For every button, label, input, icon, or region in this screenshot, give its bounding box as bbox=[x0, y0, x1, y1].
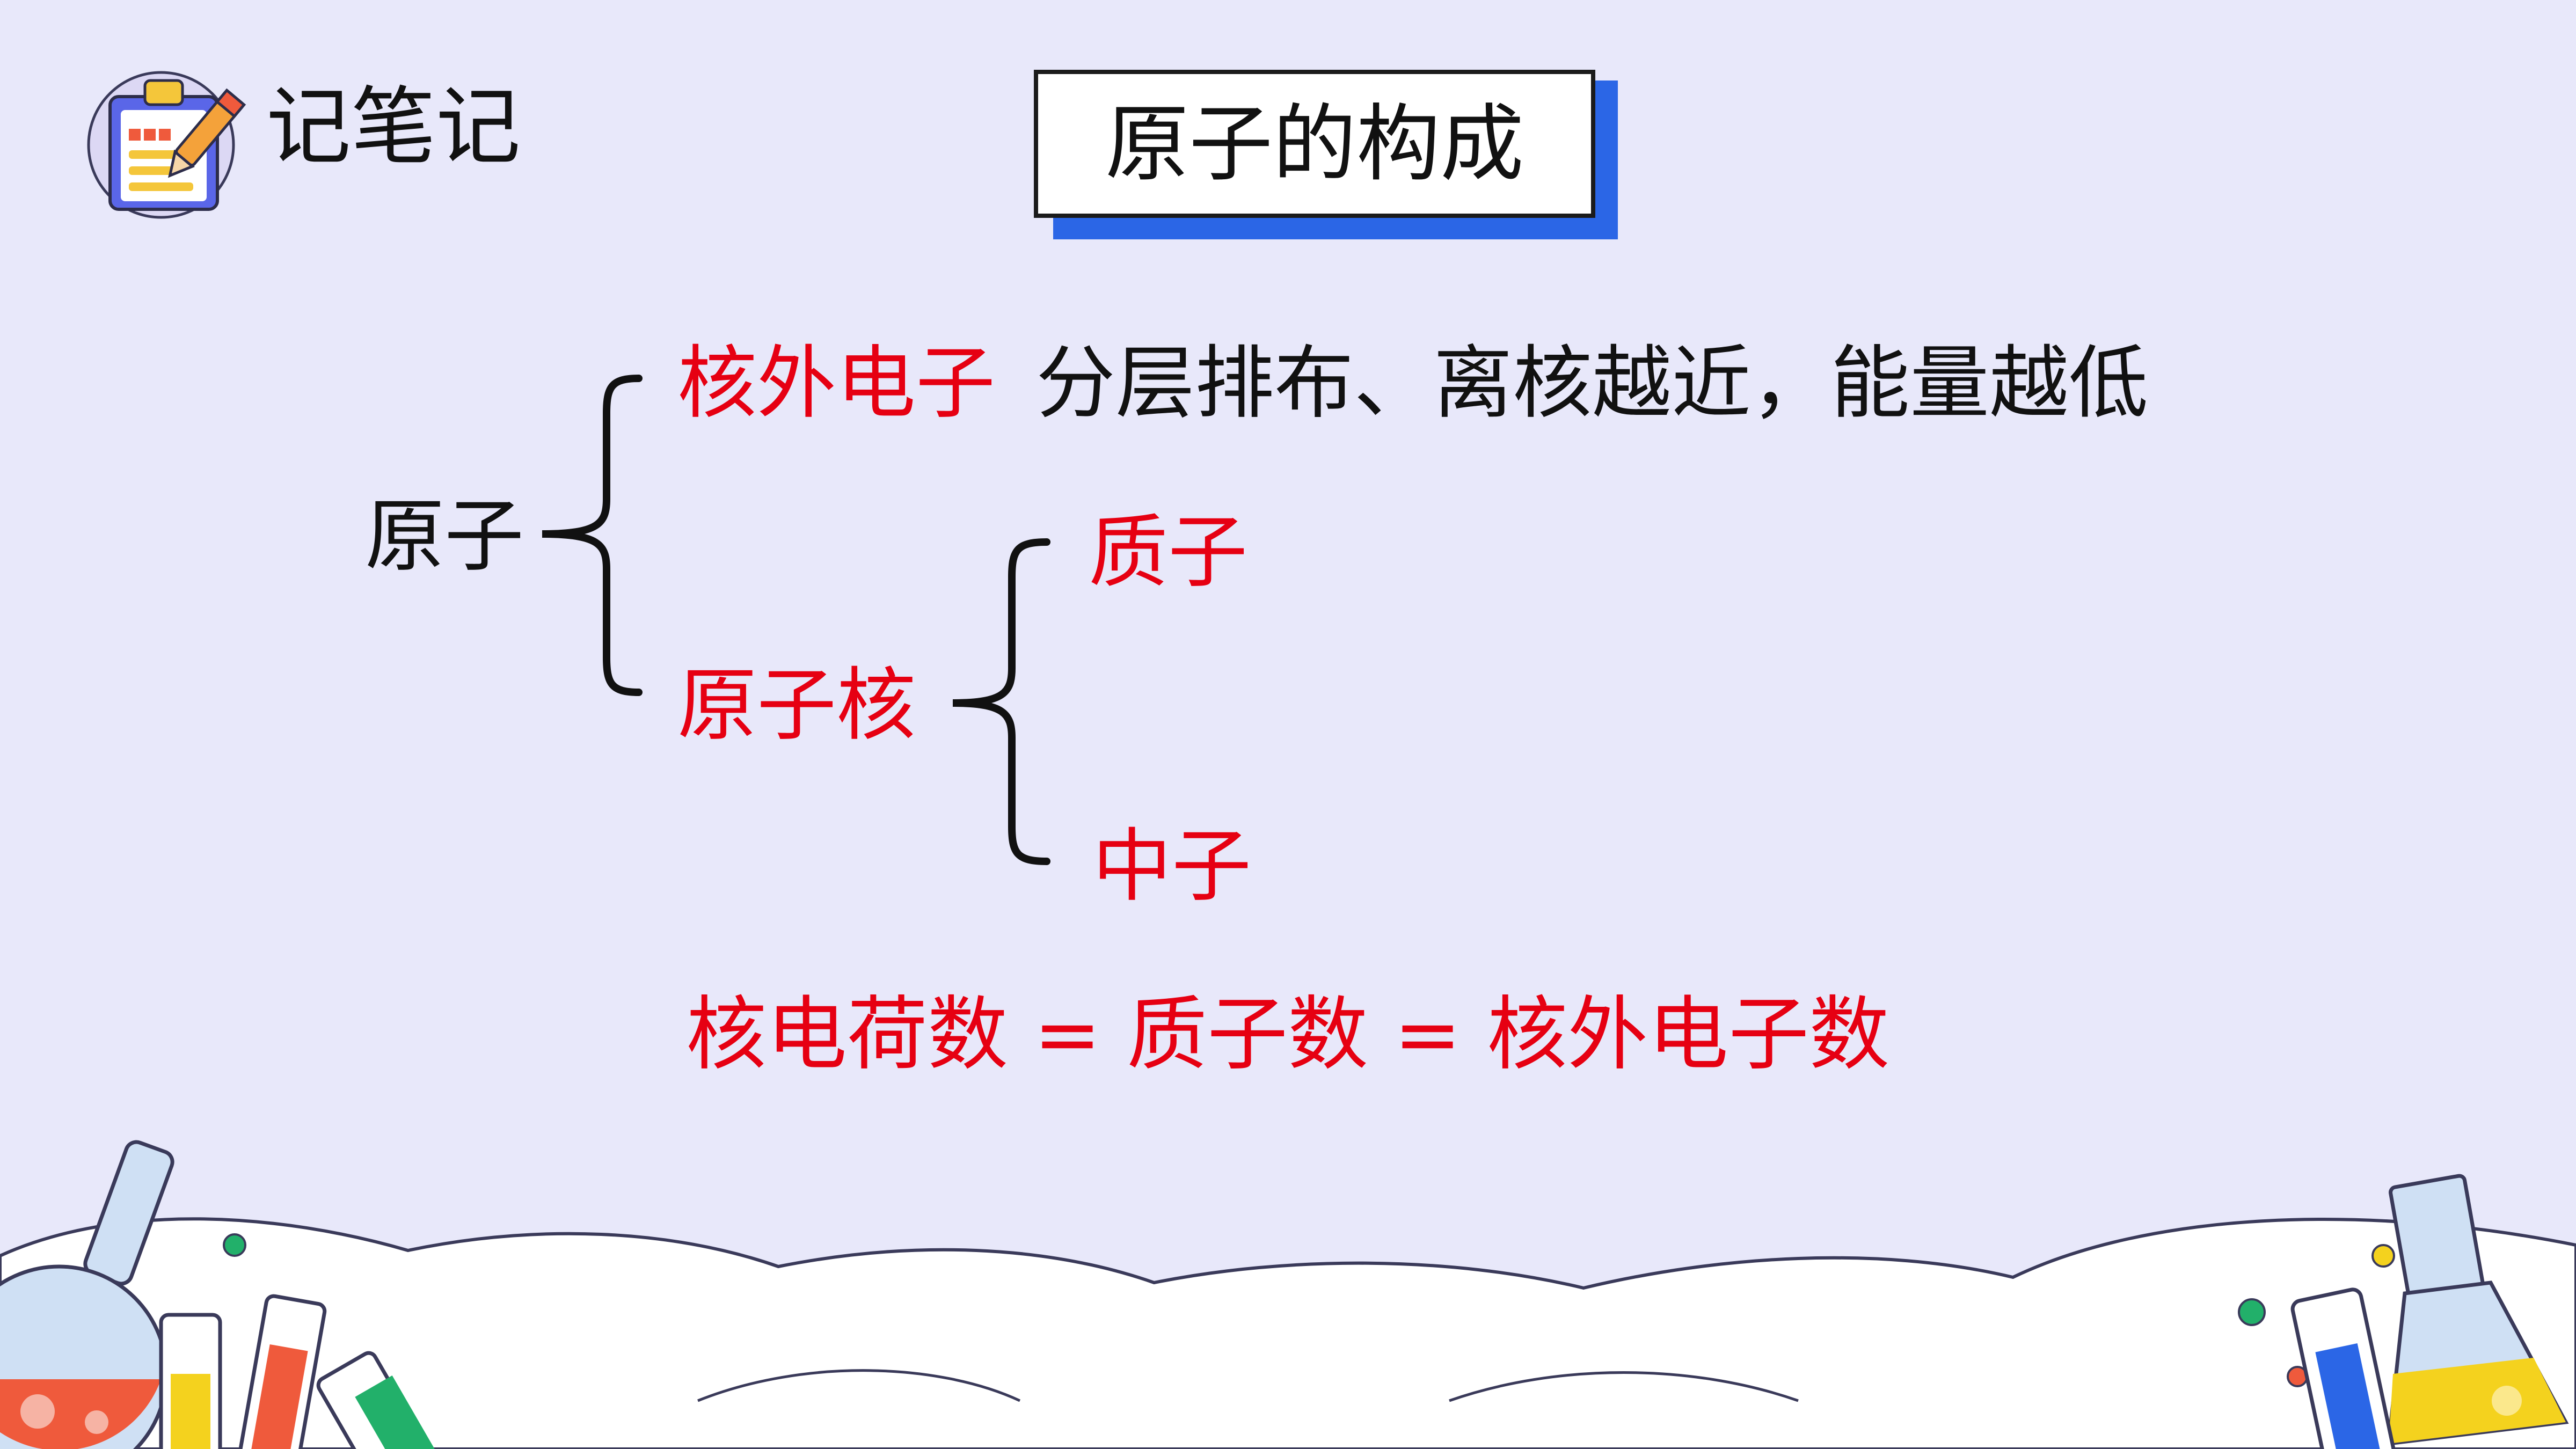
lab-glassware-decoration bbox=[0, 1140, 2576, 1449]
left-test-tubes-icon bbox=[159, 1294, 446, 1449]
title-box: 原子的构成 bbox=[1034, 70, 1595, 218]
nucleus-label: 原子核 bbox=[677, 659, 916, 751]
neutron-label: 中子 bbox=[1092, 820, 1251, 912]
electron-note: 分层排布、离核越近，能量越低 bbox=[1036, 337, 2148, 429]
right-flask-icon bbox=[2387, 1174, 2569, 1446]
charge-formula: 核电荷数 = 质子数 = 核外电子数 bbox=[686, 988, 1890, 1081]
root-label: 原子 bbox=[365, 490, 524, 582]
nucleus-brace bbox=[952, 538, 1050, 865]
electrons-label: 核外电子 bbox=[677, 337, 995, 429]
note-label: 记笔记 bbox=[266, 78, 521, 177]
notepad-pencil-icon bbox=[87, 71, 246, 219]
right-test-tube-icon bbox=[2290, 1287, 2396, 1449]
root-brace bbox=[542, 375, 643, 696]
proton-label: 质子 bbox=[1089, 506, 1247, 598]
page-title: 原子的构成 bbox=[1105, 95, 1524, 193]
